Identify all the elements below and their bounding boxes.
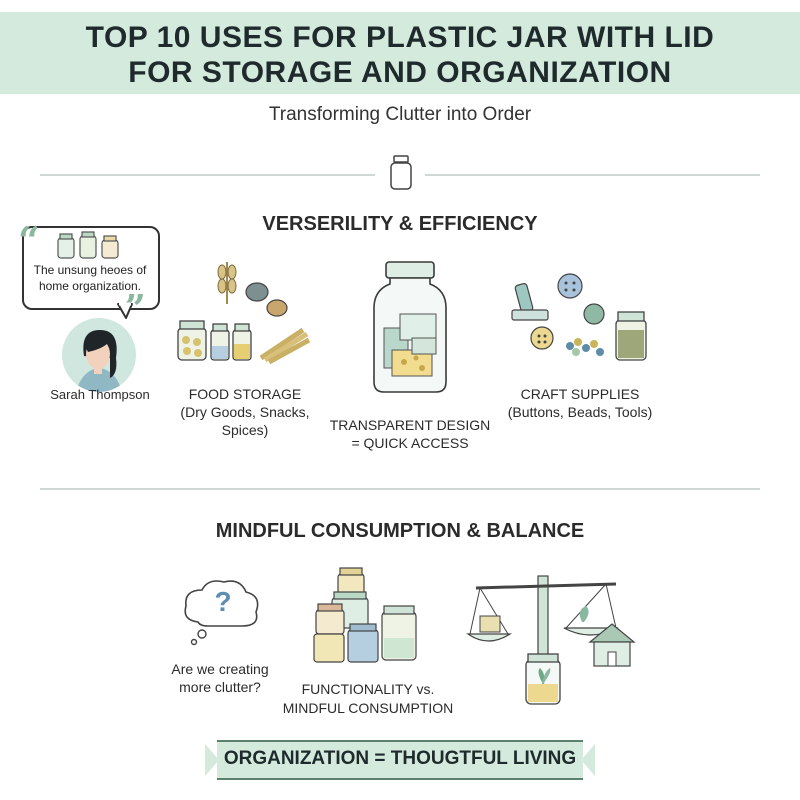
food-storage-title: FOOD STORAGE bbox=[188, 386, 302, 402]
craft-supplies-icon bbox=[511, 273, 647, 361]
footer-banner bbox=[217, 740, 583, 780]
stacked-jars-icon bbox=[313, 567, 417, 663]
transparent-design-subtitle: = QUICK ACCESS bbox=[351, 435, 469, 451]
quote-line2: home organization. bbox=[38, 279, 142, 293]
bubble-tail bbox=[117, 302, 133, 319]
craft-supplies-title: CRAFT SUPPLIES bbox=[520, 386, 640, 402]
avatar bbox=[62, 318, 136, 392]
title-banner bbox=[0, 12, 800, 94]
balance-caption-line2: MINDFUL CONSUMPTION bbox=[282, 700, 454, 716]
page-title-line2: FOR STORAGE AND ORGANIZATION bbox=[128, 56, 672, 89]
transparent-design-label: TRANSPARENT DESIGN = QUICK ACCESS bbox=[318, 416, 502, 452]
clutter-question: Are we creating more clutter? bbox=[150, 660, 290, 696]
page-subtitle: Transforming Clutter into Order bbox=[268, 104, 532, 125]
transparent-design-title: TRANSPARENT DESIGN bbox=[329, 417, 491, 433]
quote-line1: The unsung heoes of bbox=[33, 263, 147, 277]
craft-supplies-detail: (Buttons, Beads, Tools) bbox=[507, 404, 653, 420]
balance-caption-line1: FUNCTIONALITY vs. bbox=[301, 681, 435, 697]
small-jars-icon bbox=[57, 231, 119, 259]
divider-right bbox=[425, 174, 760, 176]
clutter-question-line1: Are we creating bbox=[171, 661, 269, 677]
section-heading-versatility: VERSERILITY & EFFICIENCY bbox=[262, 213, 538, 235]
quote-text: The unsung heoes of home organization. bbox=[28, 262, 152, 294]
question-mark: ? bbox=[214, 586, 232, 617]
transparent-jar-icon bbox=[373, 261, 447, 393]
woman-portrait-icon bbox=[76, 330, 122, 392]
page-title: TOP 10 USES FOR PLASTIC JAR WITH LID FOR… bbox=[0, 20, 800, 90]
footer-text: ORGANIZATION = THOUGTFUL LIVING bbox=[223, 748, 577, 769]
jar-icon bbox=[390, 155, 412, 190]
clutter-question-line2: more clutter? bbox=[179, 679, 261, 695]
food-storage-icon bbox=[177, 262, 311, 365]
section-divider bbox=[40, 488, 760, 490]
food-storage-label: FOOD STORAGE (Dry Goods, Snacks, Spices) bbox=[160, 385, 330, 439]
open-quote-icon: “ bbox=[18, 218, 40, 263]
person-name: Sarah Thompson bbox=[50, 387, 150, 402]
thought-cloud-icon bbox=[184, 580, 259, 646]
balance-scale-icon bbox=[466, 575, 636, 705]
ribbon-left-tail bbox=[205, 744, 219, 776]
close-quote-icon: ” bbox=[124, 286, 146, 331]
section-heading-mindful: MINDFUL CONSUMPTION & BALANCE bbox=[215, 520, 585, 542]
balance-caption: FUNCTIONALITY vs. MINDFUL CONSUMPTION bbox=[278, 680, 458, 718]
ribbon-right-tail bbox=[581, 744, 595, 776]
page-title-line1: TOP 10 USES FOR PLASTIC JAR WITH LID bbox=[85, 21, 715, 54]
divider-left bbox=[40, 174, 375, 176]
craft-supplies-label: CRAFT SUPPLIES (Buttons, Beads, Tools) bbox=[500, 385, 660, 421]
food-storage-detail: (Dry Goods, Snacks, Spices) bbox=[180, 404, 310, 438]
